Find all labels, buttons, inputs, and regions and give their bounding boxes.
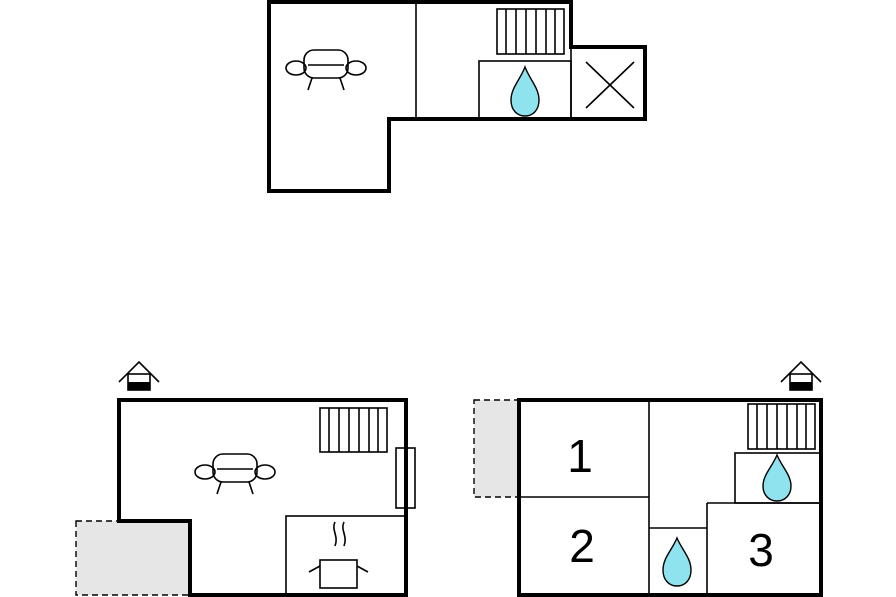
stairs-icon: [747, 403, 816, 450]
upper-floor-outline: [267, 0, 647, 193]
room-number-2: 2: [569, 520, 595, 572]
basement-floor-plan: 1 2 3: [473, 360, 823, 597]
kitchen-pot-icon: [308, 521, 369, 589]
bathroom-box: [734, 452, 822, 504]
room-number-1: 1: [567, 430, 593, 482]
terrace-area: [473, 399, 520, 498]
water-drop-icon: [662, 536, 692, 587]
stairs-icon: [319, 407, 388, 453]
kitchen-area: [285, 515, 407, 596]
sofa-icon: [285, 49, 367, 91]
entrance-icon: [118, 360, 160, 391]
upper-floor-plan: [267, 0, 647, 193]
sofa-icon: [194, 453, 276, 495]
terrace-area: [75, 520, 191, 596]
entrance-icon: [780, 360, 822, 391]
stairs-icon: [496, 8, 565, 55]
room-number-3: 3: [748, 524, 774, 576]
ground-floor-plan: [75, 360, 416, 597]
water-drop-icon: [762, 453, 792, 502]
ground-floor-outline: [117, 398, 408, 597]
window-element: [395, 447, 416, 509]
void-cross-icon: [585, 61, 635, 109]
water-drop-icon: [510, 65, 540, 117]
